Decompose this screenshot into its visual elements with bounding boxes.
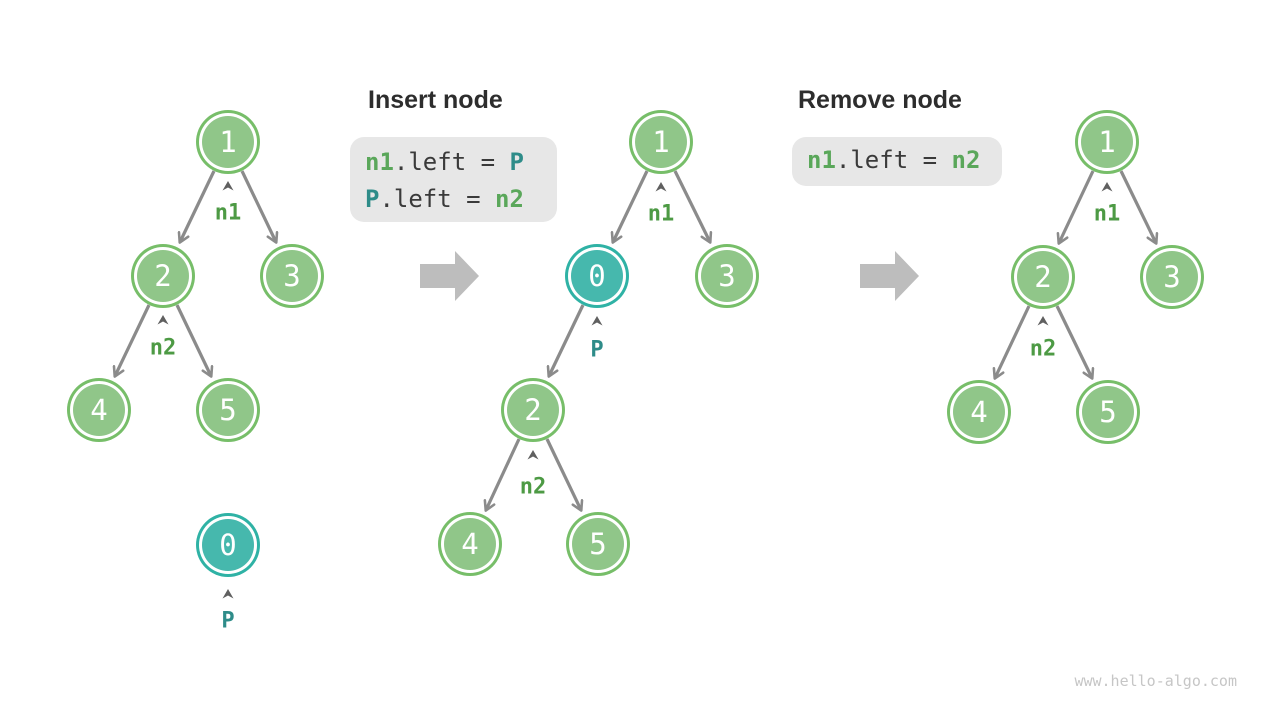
pointer-carets [157, 181, 1113, 599]
up-arrowhead-icon [222, 589, 234, 599]
code-line: P.left = n2 [365, 181, 557, 218]
node-value: 1 [1098, 125, 1116, 159]
node-value: 4 [90, 393, 108, 427]
up-arrowhead-icon [1037, 316, 1049, 326]
code-token-left-assign: .left = [379, 185, 496, 213]
tree-middle-edges [483, 170, 713, 512]
up-arrowhead-icon [591, 316, 603, 326]
tree-node-5: 5 [1082, 386, 1134, 438]
code-token-left-assign: .left = [393, 148, 510, 176]
edge-1-2 [1056, 170, 1095, 245]
code-line: n1.left = n2 [807, 142, 1002, 179]
node-value: 4 [461, 527, 479, 561]
edge-2-4 [992, 305, 1031, 380]
code-token-n1: n1 [365, 148, 394, 176]
edge-1-3 [673, 170, 713, 244]
node-value: 5 [219, 393, 237, 427]
edge-1-2 [177, 170, 216, 244]
pointer-label-n2: n2 [1029, 336, 1057, 362]
node-value: 3 [1163, 260, 1181, 294]
tree-node-2: 2 [507, 384, 559, 436]
node-value: 5 [589, 527, 607, 561]
tree-node-0-inserted: 0 [571, 250, 623, 302]
node-value: 2 [154, 259, 172, 293]
transform-arrows [420, 251, 919, 301]
up-arrowhead-icon [157, 315, 169, 325]
tree-node-1: 1 [1081, 116, 1133, 168]
up-arrowhead-icon [1101, 182, 1113, 192]
tree-node-4: 4 [73, 384, 125, 436]
tree-node-3: 3 [1146, 251, 1198, 303]
transform-arrow-icon [860, 251, 919, 301]
tree-node-0-new: 0 [202, 519, 254, 571]
pointer-label-n1: n1 [214, 200, 242, 226]
tree-node-1: 1 [202, 116, 254, 168]
tree-node-4: 4 [953, 386, 1005, 438]
edge-2-4 [112, 304, 151, 378]
remove-section-title: Remove node [798, 86, 962, 114]
code-line: n1.left = P [365, 144, 557, 181]
up-arrowhead-icon [527, 450, 539, 460]
edge-2-4 [483, 438, 521, 512]
transform-arrow-icon [420, 251, 479, 301]
insert-code-box: n1.left = P P.left = n2 [350, 137, 557, 222]
up-arrowhead-icon [655, 182, 667, 192]
pointer-label-n1: n1 [647, 201, 675, 227]
watermark: www.hello-algo.com [1074, 672, 1237, 690]
edge-1-3 [1119, 170, 1159, 245]
code-token-p: P [509, 148, 524, 176]
edge-2-5 [175, 304, 214, 378]
edge-2-5 [1055, 305, 1095, 380]
tree-left-edges [112, 170, 279, 378]
code-token-p: P [365, 185, 380, 213]
code-token-left-assign: .left = [835, 146, 952, 174]
tree-right-edges [992, 170, 1159, 380]
node-value: 0 [219, 528, 237, 562]
insert-section-title: Insert node [368, 86, 503, 114]
tree-node-3: 3 [266, 250, 318, 302]
up-arrowhead-icon [222, 181, 234, 191]
code-token-n2: n2 [951, 146, 981, 174]
node-value: 2 [1034, 260, 1052, 294]
edge-1-3 [240, 170, 279, 244]
edge-2-5 [545, 438, 584, 512]
tree-node-5: 5 [572, 518, 624, 570]
pointer-label-p: P [590, 337, 604, 363]
node-value: 3 [283, 259, 301, 293]
pointer-label-n2: n2 [149, 335, 177, 361]
pointer-label-p: P [221, 608, 235, 634]
node-value: 0 [588, 259, 606, 293]
node-value: 2 [524, 393, 542, 427]
node-value: 1 [219, 125, 237, 159]
tree-node-2: 2 [137, 250, 189, 302]
node-value: 5 [1099, 395, 1117, 429]
code-token-n2: n2 [495, 185, 524, 213]
tree-node-2: 2 [1017, 251, 1069, 303]
pointer-label-n2: n2 [519, 474, 547, 500]
node-value: 4 [970, 395, 988, 429]
tree-node-1: 1 [635, 116, 687, 168]
remove-code-box: n1.left = n2 [792, 137, 1002, 186]
edge-0-2 [546, 304, 585, 378]
edge-1-0 [610, 170, 649, 244]
node-value: 1 [652, 125, 670, 159]
tree-node-4: 4 [444, 518, 496, 570]
tree-node-3: 3 [701, 250, 753, 302]
tree-node-5: 5 [202, 384, 254, 436]
pointer-label-n1: n1 [1093, 201, 1121, 227]
code-token-n1: n1 [807, 146, 836, 174]
node-value: 3 [718, 259, 736, 293]
